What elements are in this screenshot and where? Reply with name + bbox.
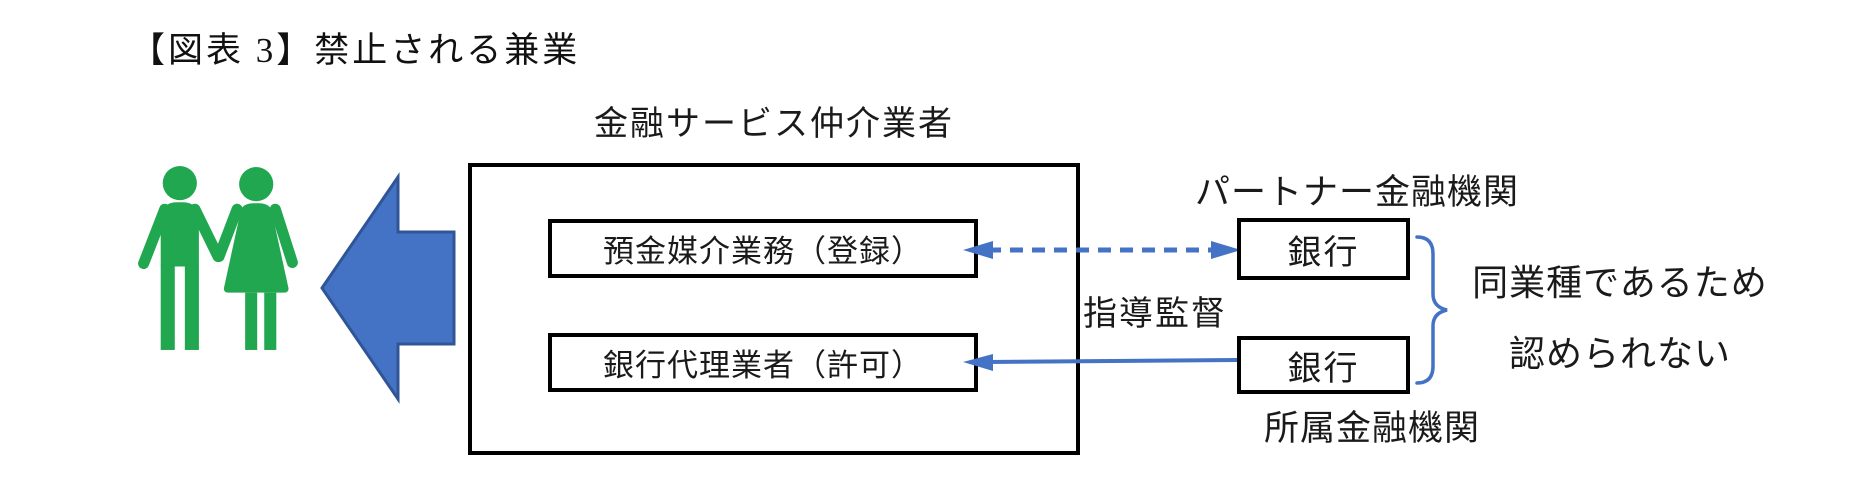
note-line-1: 同業種であるため [1472,262,1768,303]
partner-bank-box: 銀行 [1237,218,1410,280]
affiliated-caption: 所属金融機関 [1263,409,1480,448]
right-curly-brace-icon [1415,235,1448,385]
woman-inner-arm [213,203,243,263]
man-outer-arm [138,203,171,270]
arrowhead-left [963,241,993,259]
woman-dress [223,203,289,293]
partner-bank-label: 銀行 [1287,233,1360,272]
woman-head [239,167,274,202]
woman-right-leg [264,292,277,350]
deposit-business-label: 預金媒介業務（登録） [603,234,923,269]
affiliated-bank-box: 銀行 [1237,336,1410,394]
supervision-label: 指導監督 [1083,295,1227,333]
partner-caption: パートナー金融機関 [1194,173,1519,212]
man-inner-arm [189,203,224,263]
figure-title: 【図表 3】禁止される兼業 [130,31,581,70]
couple-icon [138,166,298,350]
woman-left-leg [245,292,258,350]
man-right-leg [184,265,199,350]
solid-line [985,358,1238,364]
brace-path [1415,235,1448,385]
man-torso [160,202,199,267]
dashed-double-arrow-icon [963,241,1241,259]
affiliated-bank-label: 銀行 [1287,349,1360,388]
intermediary-box [468,163,1080,455]
bank-agent-label: 銀行代理業者（許可） [603,348,923,383]
note-line-2: 認められない [1508,333,1731,374]
intermediary-label: 金融サービス仲介業者 [594,105,954,143]
bank-agent-box: 銀行代理業者（許可） [548,333,978,392]
woman-outer-arm [269,203,298,269]
deposit-business-box: 預金媒介業務（登録） [548,219,978,278]
man-left-leg [160,265,175,350]
arrowhead-left [963,354,993,371]
man-head [162,166,197,201]
note-text: 同業種であるため 認められない [1455,247,1785,389]
left-arrow-shape [320,172,456,404]
big-left-arrow-icon [320,172,456,404]
arrowhead-right [1211,241,1241,259]
solid-left-arrow-icon [963,354,1238,371]
